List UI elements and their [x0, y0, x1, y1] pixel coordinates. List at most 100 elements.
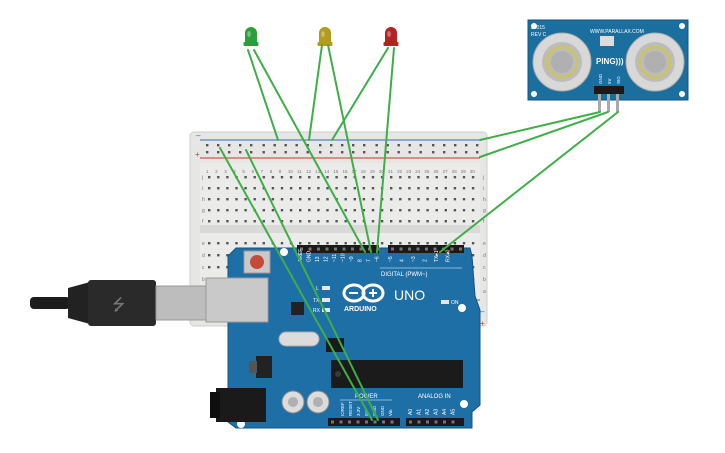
- led-highlight: [321, 31, 325, 37]
- rail-hole: [386, 144, 389, 147]
- bb-hole: [253, 242, 256, 245]
- bb-hole: [308, 209, 311, 212]
- bb-hole: [317, 220, 320, 223]
- row-letter: a: [483, 289, 486, 295]
- rail-hole: [306, 144, 309, 147]
- column-number: 23: [406, 169, 412, 174]
- rail-hole: [228, 144, 231, 147]
- header-pin: [426, 420, 429, 424]
- bb-hole: [344, 242, 347, 245]
- bb-hole: [208, 209, 211, 212]
- bb-hole: [408, 187, 411, 190]
- row-letter: h: [483, 197, 486, 203]
- bb-hole: [453, 242, 457, 245]
- bb-hole: [371, 198, 375, 201]
- bb-hole: [335, 209, 338, 212]
- bb-hole: [453, 198, 457, 201]
- arduino-brand-text: ARDUINO: [344, 306, 377, 313]
- rail-hole: [239, 144, 242, 147]
- arduino-infinity-logo: [342, 283, 385, 303]
- bb-hole: [353, 220, 356, 223]
- bb-hole: [399, 209, 402, 212]
- bb-hole: [253, 187, 256, 190]
- transducer-right: [625, 32, 685, 92]
- rail-hole: [432, 144, 435, 147]
- column-number: 18: [361, 169, 367, 174]
- rail-hole: [465, 144, 468, 147]
- row-letter: i: [483, 186, 484, 192]
- bb-hole: [335, 176, 338, 179]
- bb-hole: [417, 187, 420, 190]
- column-number: 24: [415, 169, 421, 174]
- header-pin: [351, 247, 354, 251]
- mount-hole: [458, 304, 466, 312]
- bottom-rail-plus-sign: +: [480, 319, 485, 328]
- usb-cable-cord: [30, 297, 70, 309]
- label-rx: RX: [313, 308, 321, 314]
- bb-hole: [408, 198, 411, 201]
- row-letter: f: [202, 219, 204, 225]
- bb-hole: [299, 176, 302, 179]
- bb-hole: [317, 198, 320, 201]
- bb-hole: [380, 220, 384, 223]
- sensor-pin-label: SIG: [616, 76, 621, 84]
- leds: [243, 27, 399, 46]
- power-pin-label: 5V: [364, 410, 369, 416]
- bb-hole: [226, 198, 229, 201]
- row-letter: g: [483, 208, 486, 214]
- bb-hole: [262, 242, 265, 245]
- bb-hole: [262, 198, 265, 201]
- power-pin-label: RESET: [348, 401, 353, 416]
- bb-hole: [426, 176, 429, 179]
- bb-hole: [444, 242, 447, 245]
- bb-hole: [226, 242, 229, 245]
- sensor-pin-sig: [616, 94, 619, 112]
- wire-green-led-to-pin: [253, 49, 366, 253]
- bb-hole: [426, 187, 429, 190]
- header-pin: [356, 420, 360, 424]
- reset-button-cap[interactable]: [250, 255, 264, 269]
- bb-hole: [299, 187, 302, 190]
- bb-hole: [444, 187, 447, 190]
- column-number: 21: [388, 169, 394, 174]
- digital-pin-label: ~5: [388, 256, 394, 262]
- bb-hole: [244, 209, 247, 212]
- analog-pin-label: A4: [442, 409, 448, 415]
- bb-hole: [417, 198, 420, 201]
- rail-hole: [262, 151, 265, 154]
- led-rim: [243, 42, 259, 46]
- header-pin: [409, 420, 412, 424]
- bb-hole: [253, 220, 256, 223]
- analog-label: ANALOG IN: [418, 394, 451, 400]
- analog-pin-label: A2: [425, 409, 431, 415]
- header-pin: [308, 247, 312, 251]
- bb-hole: [308, 242, 311, 245]
- bb-hole: [435, 187, 438, 190]
- bb-hole: [289, 187, 293, 190]
- header-pin: [443, 420, 446, 424]
- sensor-mount-hole: [679, 23, 685, 29]
- column-number: 1: [206, 169, 209, 174]
- header-pin: [339, 420, 343, 424]
- sensor-mount-hole: [679, 91, 685, 97]
- rail-hole: [454, 144, 457, 147]
- bb-hole: [289, 176, 293, 179]
- bb-hole: [226, 176, 229, 179]
- rail-hole: [465, 151, 468, 154]
- bb-hole: [417, 220, 420, 223]
- bb-hole: [217, 242, 220, 245]
- bb-hole: [462, 242, 466, 245]
- bb-hole: [408, 209, 411, 212]
- header-pin: [373, 420, 377, 424]
- bb-hole: [308, 220, 311, 223]
- bb-hole: [217, 266, 220, 269]
- bb-hole: [426, 220, 429, 223]
- sensor-pin-label: GND: [598, 73, 603, 84]
- bb-hole: [417, 242, 420, 245]
- bb-hole: [426, 198, 429, 201]
- column-number: 5: [242, 169, 245, 174]
- header-pin: [425, 247, 428, 251]
